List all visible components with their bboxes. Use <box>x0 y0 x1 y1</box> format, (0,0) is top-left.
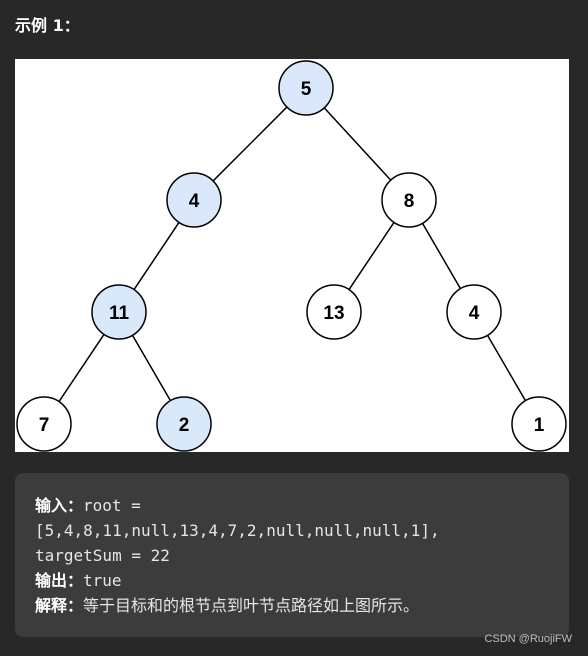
tree-node-label: 2 <box>179 415 190 436</box>
tree-node-circle <box>306 284 362 340</box>
output-line: 输出：true <box>35 568 549 593</box>
tree-edge <box>212 106 288 182</box>
tree-node: 4 <box>166 172 222 228</box>
explain-text: 等于目标和的根节点到叶节点路径如上图所示。 <box>83 596 420 615</box>
tree-node-label: 11 <box>109 303 130 324</box>
tree-node-circle <box>16 396 72 452</box>
input-line-3: targetSum = 22 <box>35 543 549 568</box>
watermark: CSDN @RuojiFW <box>484 633 572 645</box>
tree-node: 13 <box>306 284 362 340</box>
output-value: true <box>83 571 122 590</box>
tree-edge <box>486 334 527 402</box>
tree-diagram: 5 4 8 11 13 4 7 2 1 <box>15 59 569 452</box>
tree-node: 2 <box>156 396 212 452</box>
tree-node-label: 4 <box>469 303 480 324</box>
tree-node: 11 <box>91 284 147 340</box>
tree-edge <box>323 107 392 181</box>
tree-node: 8 <box>381 172 437 228</box>
input-line-1: 输入：root = <box>35 493 549 518</box>
example-heading: 示例 1： <box>15 16 80 35</box>
tree-nodes: 5 4 8 11 13 4 7 2 1 <box>16 60 567 452</box>
tree-node: 7 <box>16 396 72 452</box>
tree-edge <box>58 334 105 402</box>
tree-node-label: 7 <box>39 415 50 436</box>
tree-node: 5 <box>278 60 334 116</box>
tree-edge <box>348 222 395 290</box>
tree-node-label: 13 <box>323 303 344 324</box>
tree-node-circle <box>278 60 334 116</box>
tree-node-circle <box>446 284 502 340</box>
example-codebox: 输入：root = [5,4,8,11,null,13,4,7,2,null,n… <box>15 473 569 637</box>
input-value-3: targetSum = 22 <box>35 546 170 565</box>
tree-node: 4 <box>446 284 502 340</box>
tree-edge <box>131 334 172 402</box>
tree-node-circle <box>381 172 437 228</box>
explain-label: 解释： <box>35 596 84 615</box>
tree-svg: 5 4 8 11 13 4 7 2 1 <box>16 60 567 452</box>
tree-node-circle <box>156 396 212 452</box>
input-line-2: [5,4,8,11,null,13,4,7,2,null,null,null,1… <box>35 518 549 543</box>
tree-edges <box>58 106 527 402</box>
tree-node: 1 <box>511 396 567 452</box>
tree-node-circle <box>511 396 567 452</box>
tree-edge <box>421 222 462 290</box>
input-label: 输入： <box>35 496 84 515</box>
input-value-2: [5,4,8,11,null,13,4,7,2,null,null,null,1… <box>35 521 440 540</box>
tree-edge <box>133 222 180 290</box>
tree-node-label: 4 <box>189 191 200 212</box>
tree-node-label: 8 <box>404 191 415 212</box>
input-value-1: root = <box>83 496 141 515</box>
tree-node-label: 5 <box>301 79 312 100</box>
tree-node-circle <box>91 284 147 340</box>
output-label: 输出： <box>35 571 84 590</box>
explain-line: 解释：等于目标和的根节点到叶节点路径如上图所示。 <box>35 593 549 618</box>
tree-node-circle <box>166 172 222 228</box>
tree-node-label: 1 <box>534 415 545 436</box>
